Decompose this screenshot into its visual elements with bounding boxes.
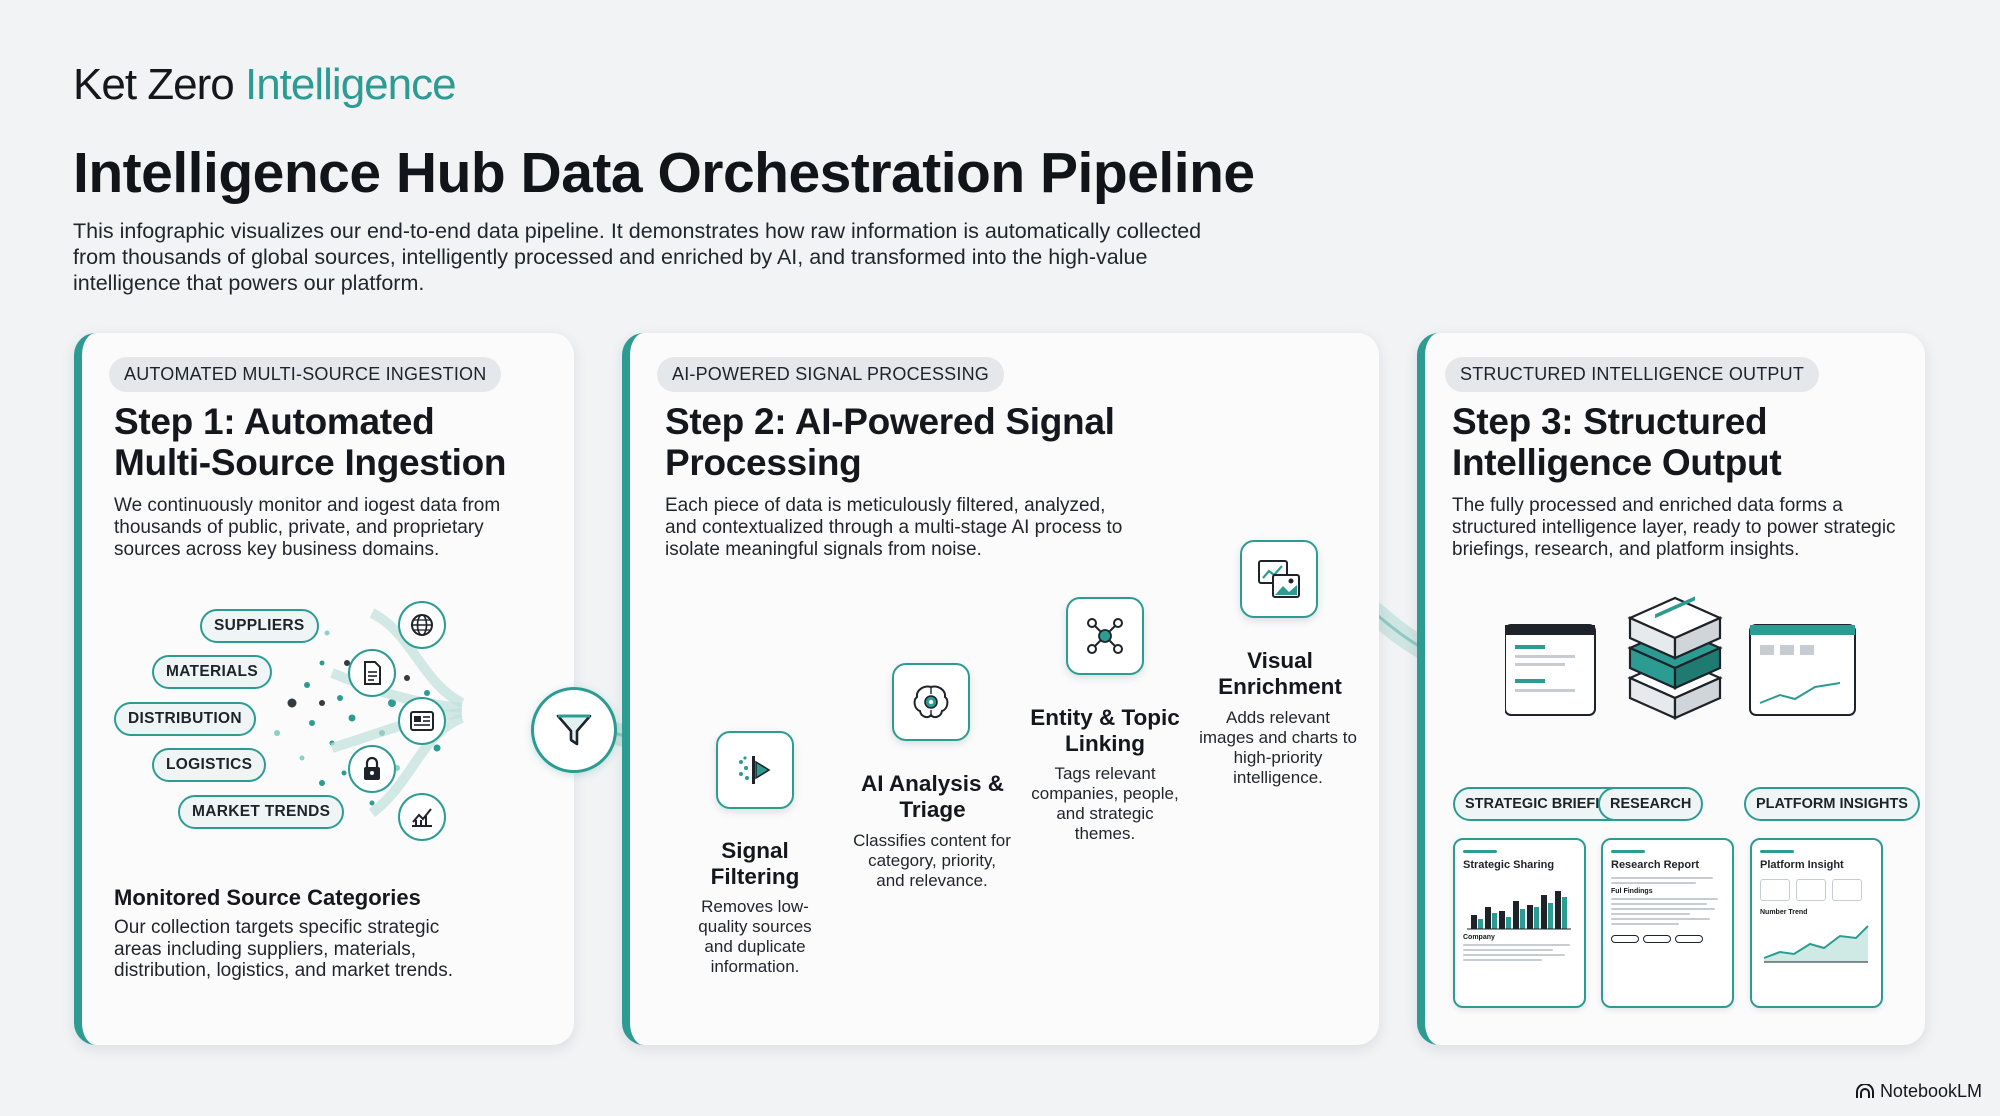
stage-desc-entity-linking: Tags relevant companies, people, and str… [1031, 764, 1179, 843]
stage-desc-ai-analysis: Classifies content for category, priorit… [853, 831, 1011, 890]
categories-title: Monitored Source Categories [114, 885, 421, 910]
step2-title-line2: Processing [665, 442, 862, 483]
step3-card: STRUCTURED INTELLIGENCE OUTPUT Step 3: S… [1417, 333, 1925, 1045]
notebooklm-logo-icon [1855, 1083, 1874, 1098]
image-chart-icon [1240, 540, 1318, 618]
categories-desc: Our collection targets specific strategi… [114, 917, 453, 981]
doc-accent [1611, 850, 1645, 853]
funnel-icon [531, 687, 617, 773]
step1-card: AUTOMATED MULTI-SOURCE INGESTION Step 1:… [74, 333, 574, 1045]
page-title: Intelligence Hub Data Orchestration Pipe… [73, 141, 1255, 205]
signal-filter-icon [716, 731, 794, 809]
step2-label: AI-POWERED SIGNAL PROCESSING [657, 357, 1004, 392]
step3-title-line2: Intelligence Output [1452, 442, 1782, 483]
step1-title-line2: Multi-Source Ingestion [114, 442, 507, 483]
intro-text: This infographic visualizes our end-to-e… [73, 219, 1202, 295]
step1-desc: We continuously monitor and iogest data … [114, 495, 501, 560]
source-pill-logistics: LOGISTICS [152, 748, 267, 782]
source-pill-market-trends: MARKET TRENDS [178, 795, 345, 829]
step2-title: Step 2: AI-Powered Signal Processing [665, 401, 1115, 483]
source-pill-suppliers: SUPPLIERS [200, 609, 319, 643]
brand-accent: Intelligence [244, 60, 457, 109]
source-pill-materials: MATERIALS [152, 655, 272, 689]
stage-title-entity-linking: Entity & Topic Linking [1030, 705, 1180, 756]
source-pill-distribution: DISTRIBUTION [114, 702, 256, 736]
doc-title: Research Report [1611, 859, 1700, 871]
area-chart-thumbnail [1763, 925, 1869, 963]
doc-strategic-sharing: Strategic Sharing Company [1453, 838, 1586, 1008]
data-particles [274, 608, 465, 817]
doc-subheading: Number Trend [1760, 909, 1808, 916]
globe-icon [398, 601, 446, 649]
step1-title-line1: Step 1: Automated [114, 401, 435, 442]
brand-logo: Ket Zero Intelligence [73, 60, 457, 110]
doc-accent [1760, 850, 1794, 853]
doc-subheading: Company [1463, 934, 1495, 941]
output-pill-research: RESEARCH [1598, 787, 1704, 821]
doc-title: Strategic Sharing [1463, 859, 1555, 871]
doc-research-report: Research Report Ful Findings [1601, 838, 1734, 1008]
step3-title-line1: Step 3: Structured [1452, 401, 1768, 442]
stage-desc-visual-enrichment: Adds relevant images and charts to high-… [1199, 708, 1357, 787]
step3-desc: The fully processed and enriched data fo… [1452, 495, 1896, 560]
brain-gear-icon [892, 663, 970, 741]
doc-title: Platform Insight [1760, 859, 1844, 871]
output-pill-platform-insights: PLATFORM INSIGHTS [1744, 787, 1920, 821]
bar-chart-thumbnail [1467, 891, 1571, 930]
step2-card: AI-POWERED SIGNAL PROCESSING Step 2: AI-… [622, 333, 1379, 1045]
doc-subheading: Ful Findings [1611, 888, 1653, 895]
step1-label: AUTOMATED MULTI-SOURCE INGESTION [109, 357, 502, 392]
doc-accent [1463, 850, 1497, 853]
stage-title-visual-enrichment: Visual Enrichment [1218, 648, 1342, 699]
doc-platform-insight: Platform Insight Number Trend [1750, 838, 1883, 1008]
network-nodes-icon [1066, 597, 1144, 675]
document-icon [348, 649, 396, 697]
data-layer-stack-icon [1505, 596, 1856, 720]
notebooklm-label: NotebookLM [1879, 1081, 1982, 1101]
step2-title-line1: Step 2: AI-Powered Signal [665, 401, 1115, 442]
brand-name: Ket Zero [73, 60, 235, 109]
notebooklm-badge: NotebookLM [1855, 1081, 1982, 1102]
newspaper-icon [398, 697, 446, 745]
step3-title: Step 3: Structured Intelligence Output [1452, 401, 1782, 483]
chart-icon [398, 793, 446, 841]
stage-title-signal-filtering: Signal Filtering [710, 838, 800, 889]
step2-desc: Each piece of data is meticulously filte… [665, 495, 1123, 560]
lock-icon [348, 745, 396, 793]
step3-label: STRUCTURED INTELLIGENCE OUTPUT [1445, 357, 1820, 392]
step1-title: Step 1: Automated Multi-Source Ingestion [114, 401, 506, 483]
stage-title-ai-analysis: AI Analysis & Triage [861, 771, 1004, 822]
stage-desc-signal-filtering: Removes low-quality sources and duplicat… [698, 897, 812, 976]
